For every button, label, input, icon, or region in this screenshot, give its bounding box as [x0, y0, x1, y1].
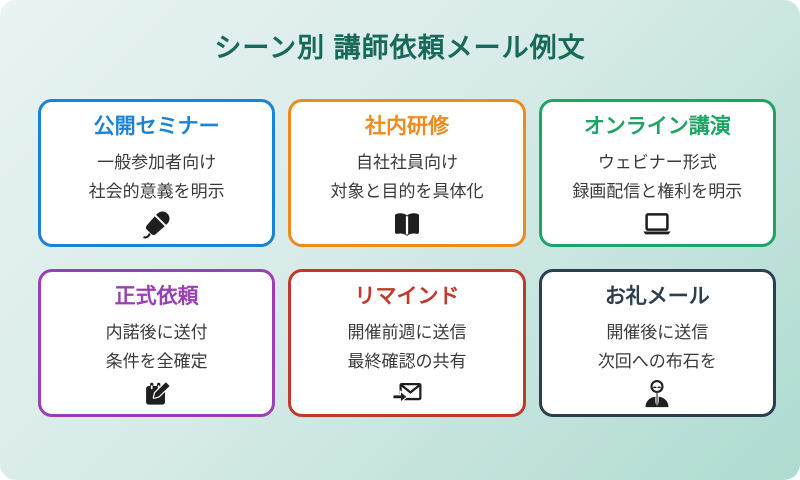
card-line-1: 自社社員向け	[355, 153, 458, 173]
memo-pen-icon	[141, 378, 173, 410]
card-line-1: 内諾後に送付	[105, 323, 208, 343]
card-description: 一般参加者向け 社会的意義を明示	[89, 149, 225, 207]
card-description: 開催前週に送信 最終確認の共有	[347, 319, 466, 377]
card-description: 自社社員向け 対象と目的を具体化	[330, 149, 483, 207]
open-book-icon	[391, 208, 423, 240]
card-formal-request: 正式依頼 内諾後に送付 条件を全確定	[38, 269, 276, 417]
card-public-seminar: 公開セミナー 一般参加者向け 社会的意義を明示	[38, 99, 276, 247]
card-title: 公開セミナー	[93, 115, 220, 138]
card-title: 社内研修	[364, 115, 449, 138]
microphone-icon	[141, 208, 173, 240]
card-line-1: 一般参加者向け	[97, 153, 217, 173]
card-reminder: リマインド 開催前週に送信 最終確認の共有	[288, 269, 526, 417]
card-title: オンライン講演	[583, 115, 731, 138]
card-title: リマインド	[354, 285, 460, 308]
card-description: 内諾後に送付 条件を全確定	[106, 319, 208, 377]
card-line-1: 開催後に送信	[606, 323, 709, 343]
card-line-1: ウェビナー形式	[597, 153, 717, 173]
card-description: ウェビナー形式 録画配信と権利を明示	[572, 149, 742, 207]
card-thanks-mail: お礼メール 開催後に送信 次回への布石を	[538, 269, 776, 417]
card-title: お礼メール	[604, 285, 710, 308]
card-description: 開催後に送信 次回への布石を	[598, 319, 717, 377]
card-line-1: 開催前週に送信	[347, 323, 467, 343]
card-line-2: 対象と目的を具体化	[330, 181, 484, 201]
cards-grid: 公開セミナー 一般参加者向け 社会的意義を明示 社内研修 自社社員向け 対象と目…	[38, 99, 776, 417]
bowing-person-icon	[641, 378, 673, 410]
page-title: シーン別 講師依頼メール例文	[214, 33, 586, 63]
laptop-icon	[641, 208, 673, 240]
send-mail-icon	[391, 378, 423, 410]
card-online-lecture: オンライン講演 ウェビナー形式 録画配信と権利を明示	[538, 99, 776, 247]
card-title: 正式依頼	[114, 285, 199, 308]
card-line-2: 録画配信と権利を明示	[572, 181, 743, 201]
card-line-2: 社会的意義を明示	[88, 181, 225, 201]
card-line-2: 条件を全確定	[105, 351, 208, 371]
card-line-2: 最終確認の共有	[347, 351, 467, 371]
card-line-2: 次回への布石を	[597, 351, 717, 371]
card-internal-training: 社内研修 自社社員向け 対象と目的を具体化	[288, 99, 526, 247]
